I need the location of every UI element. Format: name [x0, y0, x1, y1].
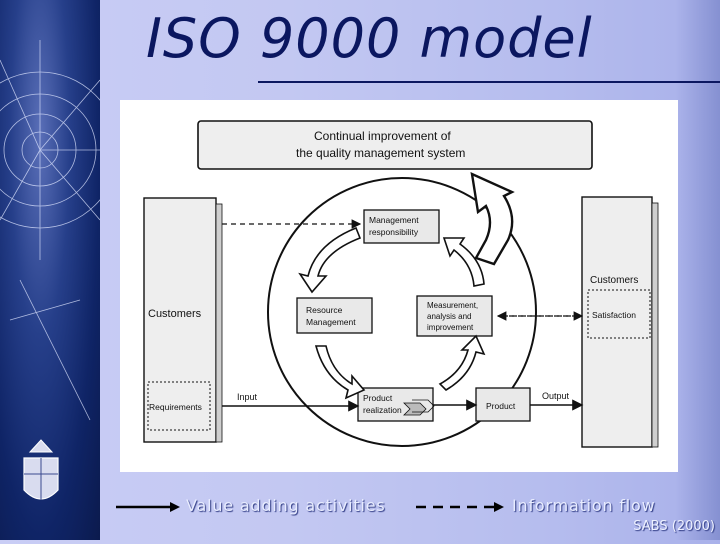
source-credit: SABS (2000) — [633, 519, 715, 534]
legend-solid-line — [116, 502, 180, 512]
measurement-label-1: Measurement, — [427, 301, 478, 310]
improvement-arrow — [470, 171, 515, 266]
customers-left-label: Customers — [148, 308, 202, 320]
realization-label-2: realization — [363, 405, 402, 415]
product-label: Product — [486, 401, 516, 411]
legend-dashed-line — [416, 502, 504, 512]
improvement-line-2: the quality management system — [296, 146, 465, 160]
cycle-arrow-top-left — [298, 226, 362, 294]
resource-label-1: Resource — [306, 305, 343, 315]
product-box: Product — [475, 387, 531, 422]
iso-9000-diagram: Continual improvement of the quality man… — [120, 100, 678, 472]
resource-label-2: Management — [306, 317, 356, 327]
customers-right-label: Customers — [590, 275, 638, 286]
information-flow-lines — [222, 219, 584, 321]
continual-improvement-box: Continual improvement of the quality man… — [197, 120, 593, 170]
cycle-arrow-bottom-right — [438, 334, 486, 392]
spiderweb-graphic — [0, 40, 119, 500]
improvement-line-1: Continual improvement of — [314, 129, 451, 143]
title-underline — [258, 81, 720, 83]
measurement-label-2: analysis and — [427, 312, 471, 321]
management-responsibility-box: Management responsibility — [363, 209, 440, 244]
customers-requirements-box: Customers Requirements — [143, 197, 223, 443]
cycle-arrow-bottom-left — [314, 345, 366, 400]
input-label: Input — [237, 392, 258, 402]
legend-information-flow-label: Information flow — [512, 496, 656, 515]
decorative-right-strip — [675, 0, 720, 540]
decorative-spiderweb-strip — [0, 0, 119, 540]
cycle-arrow-top-right — [442, 237, 485, 287]
measurement-label-3: improvement — [427, 323, 474, 332]
process-model-diagram: Continual improvement of the quality man… — [143, 120, 659, 448]
realization-label-1: Product — [363, 393, 393, 403]
requirements-label: Requirements — [149, 402, 202, 412]
output-label: Output — [542, 391, 570, 401]
legend-value-adding-label: Value adding activities — [186, 496, 386, 515]
product-realization-box: Product realization — [357, 387, 435, 422]
management-label-2: responsibility — [369, 227, 419, 237]
measurement-analysis-box: Measurement, analysis and improvement — [416, 295, 493, 337]
management-label-1: Management — [369, 215, 419, 225]
process-cycle-circle — [267, 177, 537, 447]
satisfaction-label: Satisfaction — [592, 310, 636, 320]
cycle-arrows — [298, 226, 486, 400]
crest-icon — [23, 439, 59, 500]
customers-satisfaction-box: Customers Satisfaction — [581, 196, 659, 448]
resource-management-box: Resource Management — [296, 297, 373, 334]
slide-title: ISO 9000 model — [146, 7, 593, 70]
